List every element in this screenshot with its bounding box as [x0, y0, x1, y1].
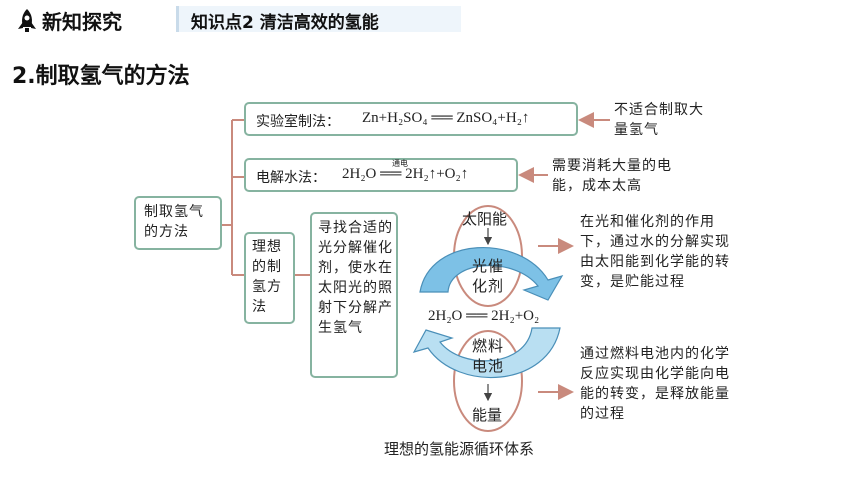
- section-title: 2.制取氢气的方法: [12, 64, 190, 89]
- header-title: 新知探究: [42, 10, 122, 34]
- lab-method-equation: Zn+H₂SO₄ ══ ZnSO₄+H₂↑: [362, 110, 530, 126]
- cycle-note-bottom: 通过燃料电池内的化学反应实现由化学能向电能的转变，是释放能量的过程: [580, 346, 730, 422]
- top-cycle-arrow: [419, 246, 564, 301]
- lab-method-note: 不适合制取大量氢气: [614, 102, 704, 138]
- bottom-cycle-arrow: [412, 327, 561, 379]
- lab-method-label: 实验室制法：: [256, 114, 340, 130]
- cycle-equation: 2H₂O ══ 2H₂+O₂: [428, 308, 540, 325]
- rocket-icon: [18, 9, 36, 32]
- knowledge-point-tab: 知识点2 清洁高效的氢能: [176, 6, 461, 33]
- fuel-cell-label: 燃料电池: [472, 337, 505, 375]
- ideal-description: 寻找合适的光分解催化剂，使水在太阳光的照射下分解产生氢气: [318, 220, 393, 336]
- electrolysis-equation: 2H₂O ══ 2H₂↑+O₂↑: [342, 166, 469, 182]
- solar-energy-label: 太阳能: [462, 210, 508, 228]
- bracket-lines: [222, 119, 310, 276]
- electrolysis-box: 电解水法： 通电 2H₂O ══ 2H₂↑+O₂↑: [244, 158, 518, 192]
- ideal-method-box: 理想的制氢方法: [244, 232, 295, 324]
- electrolysis-condition: 通电: [392, 159, 408, 168]
- ideal-method-label: 理想的制氢方法: [252, 239, 282, 315]
- cycle-caption: 理想的氢能源循环体系: [384, 440, 535, 458]
- ideal-description-box: 寻找合适的光分解催化剂，使水在太阳光的照射下分解产生氢气: [310, 212, 398, 378]
- energy-label: 能量: [472, 406, 503, 424]
- electrolysis-label: 电解水法：: [256, 170, 326, 186]
- root-box-label: 制取氢气的方法: [144, 204, 204, 240]
- lab-method-box: 实验室制法： Zn+H₂SO₄ ══ ZnSO₄+H₂↑: [244, 102, 578, 136]
- bottom-ellipse: [453, 330, 523, 432]
- root-box: 制取氢气的方法: [134, 196, 222, 250]
- knowledge-point-label: 知识点2 清洁高效的氢能: [191, 13, 379, 33]
- photocatalyst-label: 光催化剂: [472, 257, 505, 295]
- electrolysis-note: 需要消耗大量的电能，成本太高: [552, 158, 672, 194]
- cycle-note-top: 在光和催化剂的作用下，通过水的分解实现由太阳能到化学能的转变，是贮能过程: [580, 214, 730, 290]
